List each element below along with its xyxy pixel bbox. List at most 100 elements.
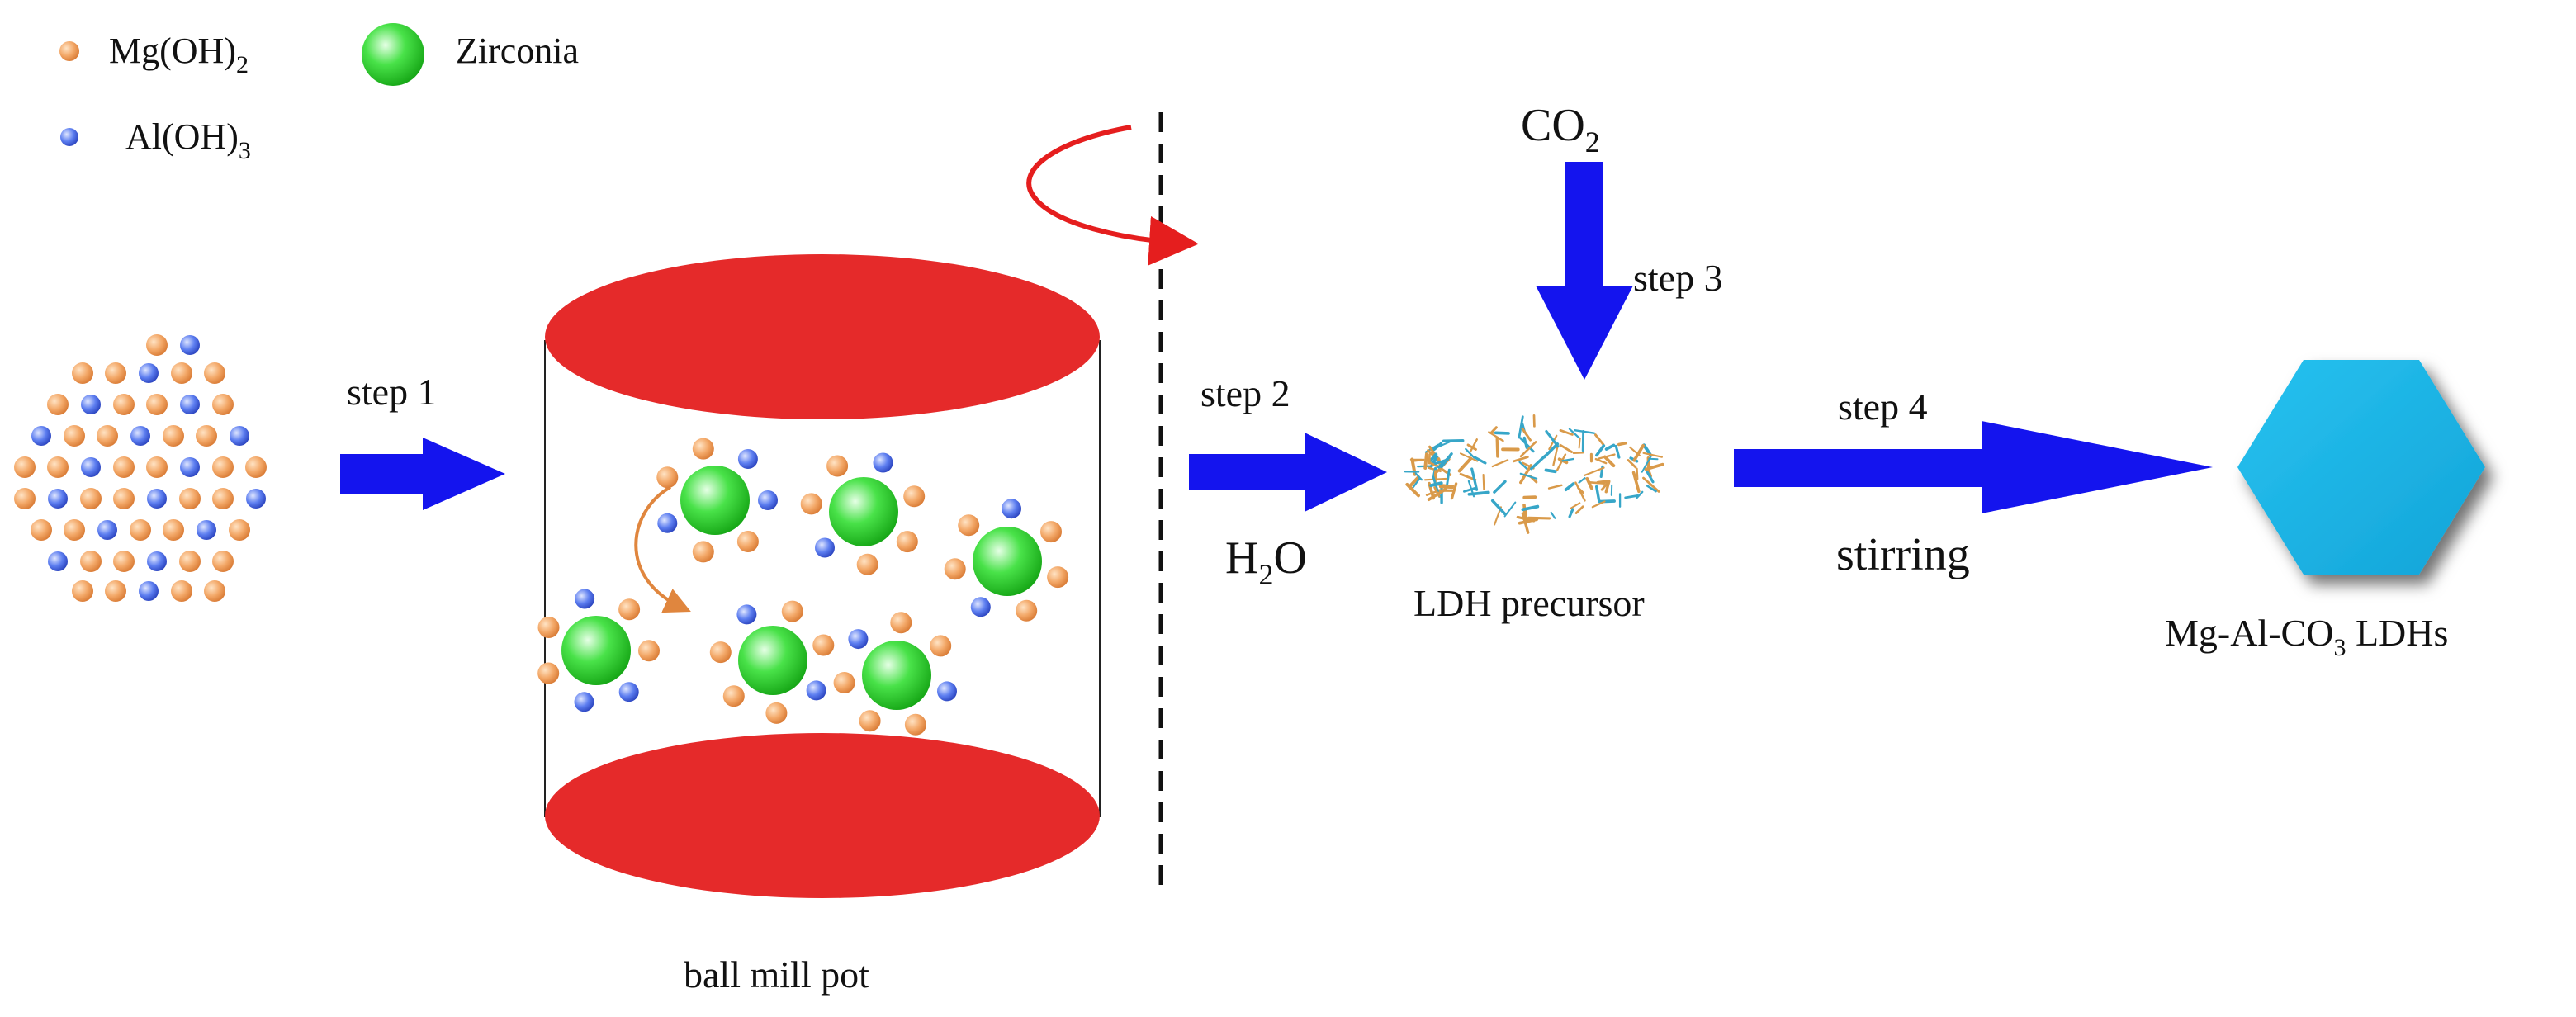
mg-particle <box>72 580 93 602</box>
al-particle <box>575 589 595 609</box>
zirconia-ball <box>973 527 1042 596</box>
precursor-flake <box>1544 468 1557 474</box>
mg-particle <box>212 456 234 478</box>
precursor-flake <box>1446 468 1451 486</box>
precursor-flake <box>1425 490 1437 496</box>
mg-particle <box>812 634 835 656</box>
precursor-flake <box>1427 487 1447 502</box>
al-particle <box>246 489 266 508</box>
al-particle <box>139 581 159 601</box>
mg-particle <box>113 456 135 478</box>
mg-particle <box>113 551 135 572</box>
legend-al-swatch <box>60 128 78 146</box>
precursor-flake <box>1568 428 1581 440</box>
mg-particle <box>31 519 52 541</box>
precursor-flake <box>1503 501 1517 518</box>
precursor-flake <box>1550 511 1556 519</box>
al-particle <box>873 452 893 473</box>
precursor-flake <box>1624 494 1639 499</box>
precursor-flake <box>1460 452 1479 462</box>
co2-label: CO2 <box>1521 100 1600 158</box>
legend: Mg(OH)2 Zirconia Al(OH)3 <box>59 23 579 164</box>
precursor-flake <box>1440 452 1453 469</box>
al-particle <box>139 363 159 383</box>
precursor-flake <box>1604 443 1616 451</box>
mg-particle <box>904 713 926 736</box>
mg-particle <box>14 456 36 478</box>
al-particle <box>574 692 594 712</box>
precursor-flake <box>1614 444 1621 459</box>
zirconia-ball <box>862 641 931 710</box>
precursor-flake <box>1603 455 1616 467</box>
mg-particle <box>833 672 855 693</box>
precursor-flake <box>1568 508 1574 518</box>
mg-particle <box>14 488 36 509</box>
pot-internal-rotation-arrow <box>634 485 691 613</box>
precursor-flake <box>1573 429 1596 434</box>
al-particle <box>970 597 991 617</box>
precursor-flake <box>1521 504 1540 512</box>
precursor-flake <box>1574 481 1586 502</box>
precursor-flake <box>1561 457 1574 462</box>
mg-particle <box>890 612 912 634</box>
mg-particle <box>826 455 849 477</box>
zirconia-ball <box>738 626 807 695</box>
precursor-flake <box>1591 500 1606 508</box>
precursor-flake <box>1432 442 1443 452</box>
pot-base <box>545 733 1100 898</box>
al-particle <box>81 457 101 477</box>
precursor-flake <box>1519 472 1538 480</box>
step2-label: step 2 <box>1200 372 1290 414</box>
precursor-flake <box>1529 454 1546 471</box>
mg-particle <box>930 635 952 657</box>
zirconia-ball <box>561 616 631 685</box>
precursor-flake <box>1646 471 1655 484</box>
mg-particle <box>146 394 168 415</box>
ldh-precursor-flakes <box>1404 414 1664 534</box>
mg-particle <box>163 425 184 447</box>
step3-label: step 3 <box>1633 257 1723 299</box>
precursor-flake <box>1490 499 1507 515</box>
pot-contents <box>537 438 1069 736</box>
precursor-flake <box>1594 457 1608 465</box>
precursor-flake <box>1595 444 1606 457</box>
al-particle <box>48 551 68 571</box>
precursor-flake <box>1470 467 1479 491</box>
mg-particle <box>80 551 102 572</box>
al-particle <box>736 604 757 625</box>
step2-arrow <box>1189 433 1387 512</box>
precursor-flake <box>1405 482 1420 498</box>
precursor-flake <box>1597 453 1616 460</box>
mg-particle <box>722 685 745 707</box>
al-particle <box>758 490 778 510</box>
precursor-flake <box>1594 485 1601 503</box>
powder-cluster <box>14 334 267 602</box>
mg-particle <box>944 558 966 580</box>
precursor-flake <box>1547 484 1563 490</box>
precursor-flake <box>1482 473 1485 490</box>
product-label: Mg-Al-CO3 LDHs <box>2165 612 2448 661</box>
step4-label: step 4 <box>1838 386 1928 428</box>
precursor-flake <box>1491 459 1509 468</box>
precursor-flake <box>1467 480 1475 498</box>
precursor-flake <box>1552 445 1559 466</box>
al-particle <box>180 457 200 477</box>
precursor-flake <box>1642 452 1664 458</box>
precursor-flake <box>1428 455 1439 470</box>
precursor-flake <box>1600 480 1610 491</box>
precursor-flake <box>1559 428 1574 436</box>
precursor-flake <box>1578 438 1581 449</box>
precursor-flake <box>1519 464 1532 485</box>
mg-particle <box>709 641 732 664</box>
precursor-flake <box>1596 480 1609 485</box>
pot-lid <box>545 254 1100 419</box>
precursor-flake <box>1644 462 1664 471</box>
al-particle <box>230 426 249 446</box>
mg-particle <box>537 617 560 638</box>
al-particle <box>197 520 216 540</box>
precursor-flake <box>1429 461 1439 468</box>
legend-zirconia-label: Zirconia <box>456 31 579 71</box>
precursor-flake <box>1518 415 1524 439</box>
precursor-flake <box>1564 482 1575 492</box>
